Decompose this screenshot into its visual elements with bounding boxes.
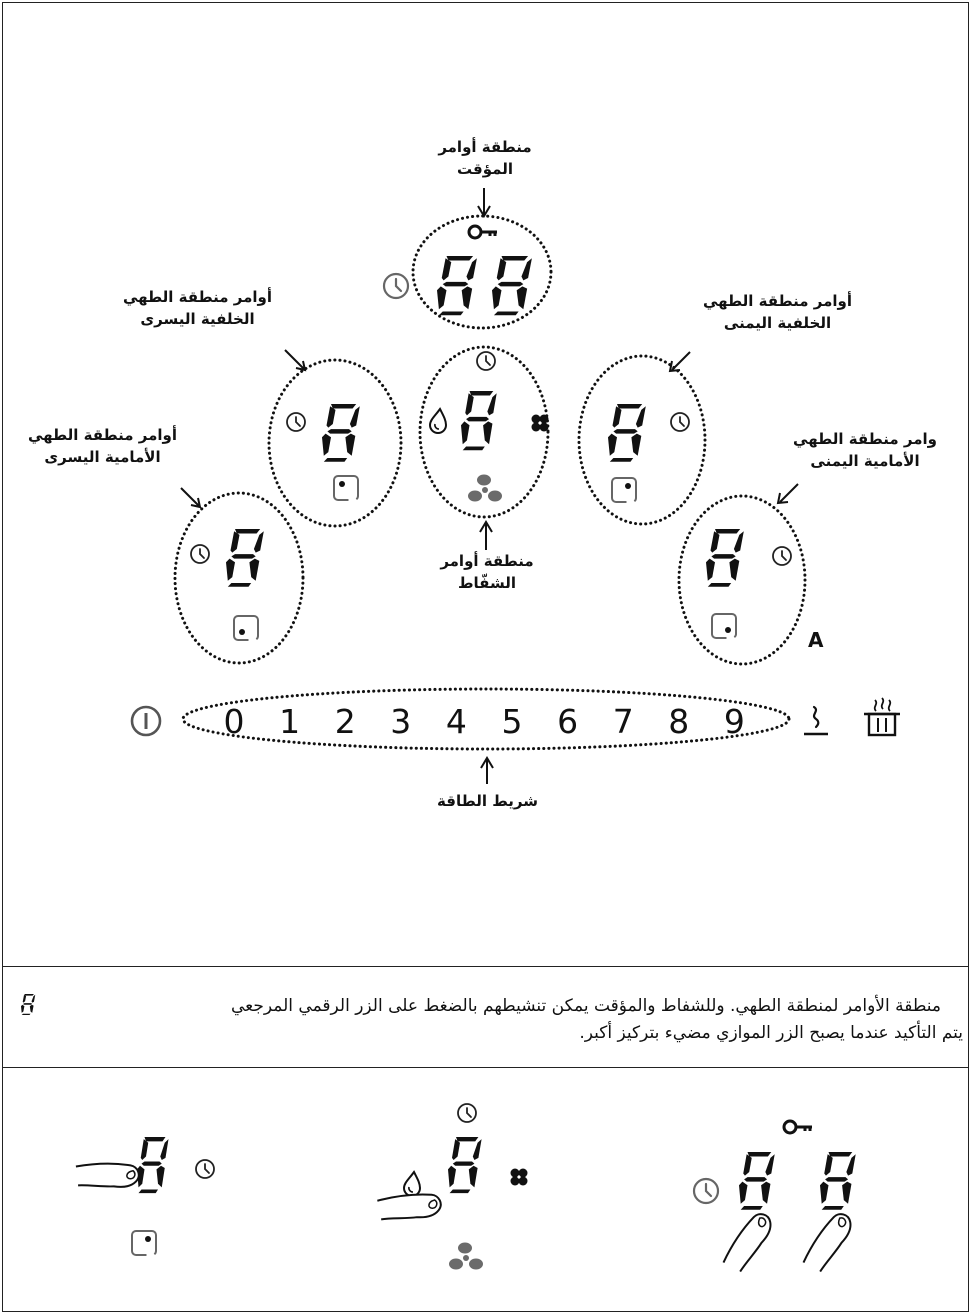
rear-right-zone-outline (579, 356, 705, 524)
front-left-zone-icon[interactable] (234, 616, 258, 640)
finger-press-icon (70, 1144, 142, 1206)
rear-right-label: أوامر منطقة الطهي الخلفية اليمنى (690, 290, 865, 334)
power-bar-label: شريط الطاقة (410, 790, 565, 812)
power-level-3[interactable]: 3 (390, 702, 411, 741)
keep-warm-icon[interactable] (804, 707, 828, 734)
front-right-label: وامر منطقة الطهي الأمامية اليمنى (780, 428, 950, 472)
finger-press-icon (722, 1209, 772, 1275)
example-fan-icon (449, 1243, 483, 1270)
power-bar-arrow (481, 758, 493, 784)
example-boost-icon (511, 1169, 528, 1186)
finger-press-icon (802, 1209, 852, 1275)
front-right-display[interactable] (706, 529, 744, 587)
boost-icon[interactable] (532, 415, 549, 432)
example-timer-display-right (820, 1152, 856, 1210)
hood-arrow (480, 522, 492, 550)
drop-icon[interactable] (430, 409, 446, 433)
front-right-clock-icon[interactable] (773, 547, 791, 565)
example-zone-display (137, 1137, 169, 1193)
auto-letter: A (808, 628, 824, 652)
front-right-zone-outline (679, 496, 805, 664)
power-level-8[interactable]: 8 (668, 702, 689, 741)
power-level-4[interactable]: 4 (446, 702, 467, 741)
rear-right-arrow (670, 352, 690, 371)
power-level-0[interactable]: 0 (224, 702, 245, 741)
timer-clock-icon[interactable] (384, 274, 408, 298)
description-line-1: منطقة الأوامر لمنطقة الطهي. وللشفاط والم… (10, 994, 941, 1018)
power-level-1[interactable]: 1 (279, 702, 300, 741)
finger-press-icon (372, 1174, 444, 1239)
rear-left-display[interactable] (322, 404, 360, 462)
timer-zone-label: منطقة أوامر المؤقت (405, 136, 565, 180)
front-left-zone-outline (175, 493, 303, 663)
rear-right-display[interactable] (608, 404, 646, 462)
hood-zone-label: منطقة أوامر الشفّاط (412, 550, 562, 594)
example-timer-clock-icon (694, 1179, 718, 1203)
power-level-9[interactable]: 9 (724, 702, 745, 741)
power-level-6[interactable]: 6 (557, 702, 578, 741)
hood-display[interactable] (461, 391, 497, 450)
power-level-2[interactable]: 2 (335, 702, 356, 741)
front-left-clock-icon[interactable] (191, 545, 209, 563)
example-key-icon (784, 1121, 812, 1133)
key-lock-icon[interactable] (469, 226, 497, 238)
rear-right-zone-icon[interactable] (612, 478, 636, 502)
example-hood-display (448, 1137, 482, 1193)
front-left-display[interactable] (226, 529, 264, 587)
example-zone-clock-icon (196, 1160, 214, 1178)
example-timer-display-left (739, 1152, 775, 1210)
power-level-7[interactable]: 7 (613, 702, 634, 741)
hood-clock-icon[interactable] (477, 352, 495, 370)
power-level-5[interactable]: 5 (502, 702, 523, 741)
power-icon[interactable] (132, 707, 160, 735)
power-bar-outline (183, 689, 789, 749)
example-drop-icon (404, 1172, 420, 1196)
description-line-2: يتم التأكيد عندما يصبح الزر الموازي مضيء… (10, 1021, 963, 1045)
example-zone-icon (132, 1231, 156, 1255)
timer-display-right[interactable] (492, 256, 532, 315)
rear-left-arrow (285, 350, 305, 370)
front-right-zone-icon[interactable] (712, 614, 736, 638)
rear-left-clock-icon[interactable] (287, 413, 305, 431)
rear-left-label: أوامر منطقة الطهي الخلفية اليسرى (110, 286, 285, 330)
pot-steam-icon[interactable] (864, 698, 900, 735)
example-hood-clock-icon (458, 1104, 476, 1122)
rear-left-zone-outline (269, 360, 401, 526)
rear-right-clock-icon[interactable] (671, 413, 689, 431)
front-left-label: أوامر منطقة الطهي الأمامية اليسرى (15, 424, 190, 468)
front-right-arrow (778, 484, 798, 503)
front-left-arrow (181, 488, 200, 507)
rear-left-zone-icon[interactable] (334, 476, 358, 500)
timer-display-left[interactable] (437, 256, 477, 315)
fan-icon[interactable] (468, 475, 502, 502)
timer-arrow (478, 188, 490, 216)
